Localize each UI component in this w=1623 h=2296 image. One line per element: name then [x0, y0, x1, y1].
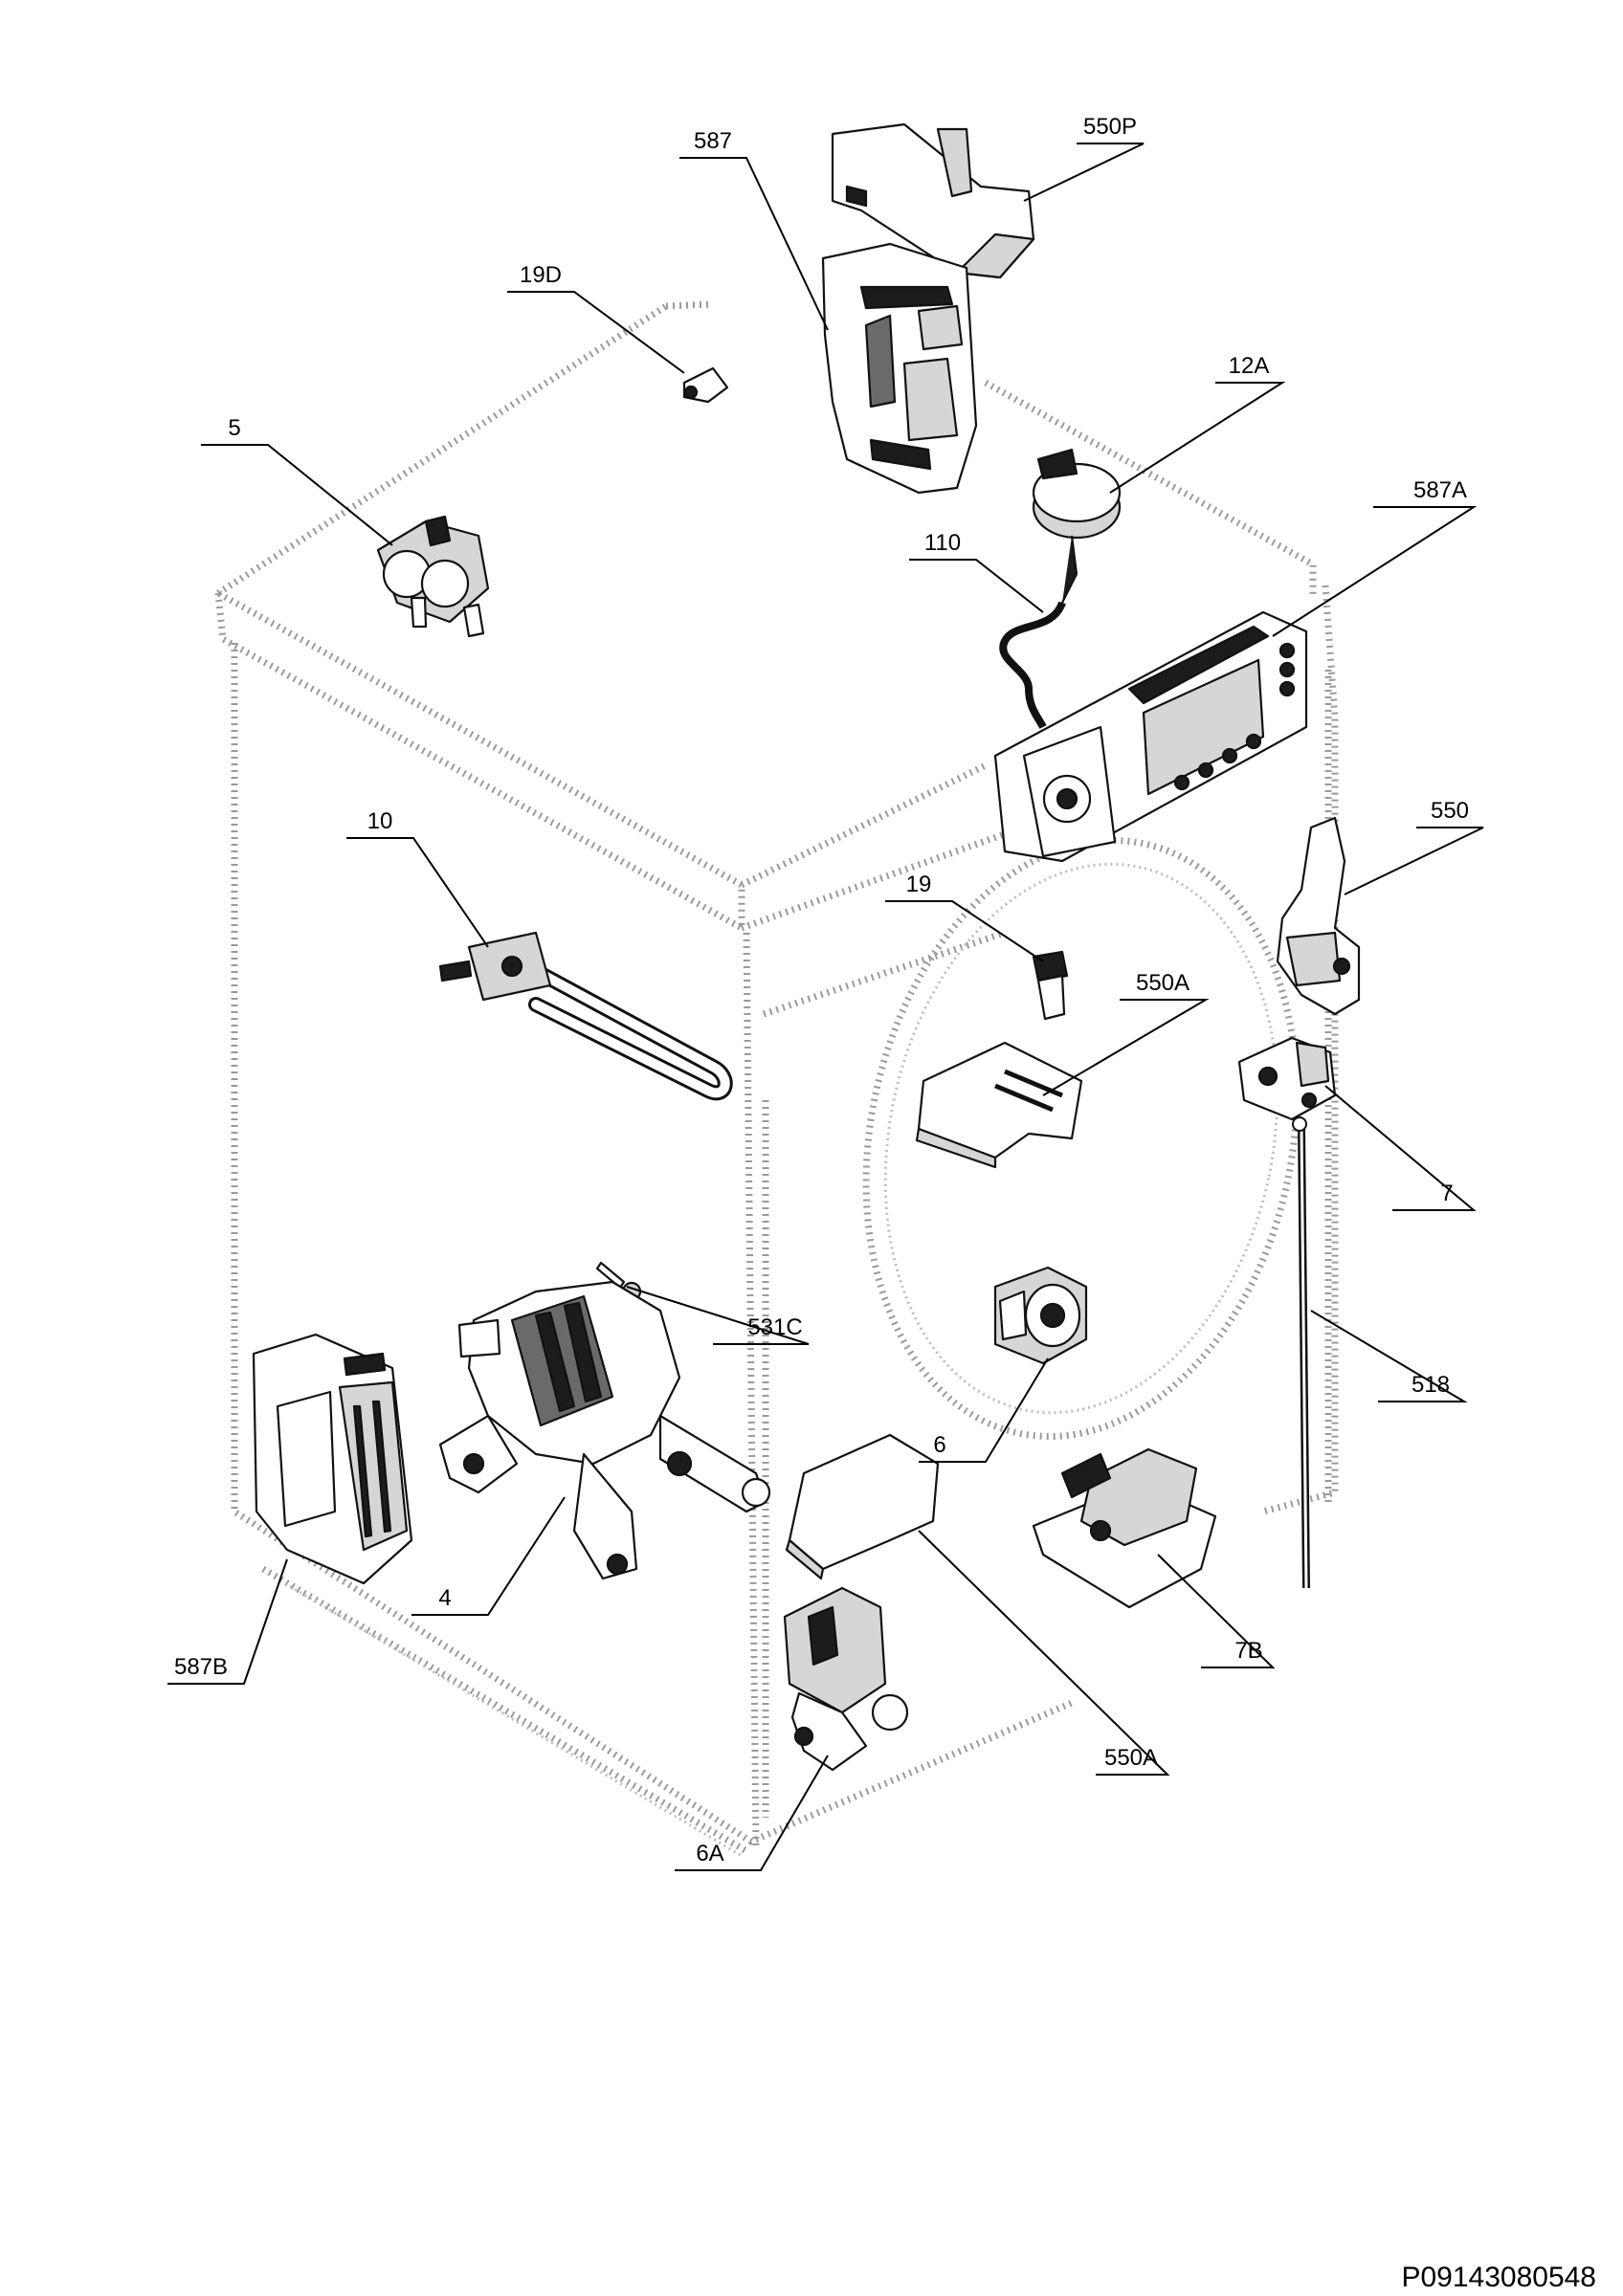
part-12a-drawing — [1032, 448, 1122, 604]
label-10: 10 — [367, 808, 393, 834]
part-518-drawing — [1292, 1116, 1310, 1589]
label-110: 110 — [924, 530, 961, 556]
part-550-drawing — [1276, 816, 1361, 1016]
reference-code: P09143080548 — [1401, 2262, 1596, 2293]
label-19: 19 — [906, 872, 932, 897]
label-518: 518 — [1412, 1372, 1450, 1398]
part-550p-drawing — [831, 122, 1035, 279]
part-5-drawing — [376, 515, 490, 638]
label-6: 6 — [933, 1432, 945, 1458]
label-6a: 6A — [696, 1841, 723, 1866]
part-6a-drawing — [783, 1586, 909, 1772]
label-19d: 19D — [520, 262, 562, 288]
part-labels: 550P 587 19D 12A 5 110 587A 10 550 19 55… — [174, 114, 1469, 1866]
label-531c: 531C — [747, 1314, 802, 1340]
label-587: 587 — [694, 128, 732, 154]
label-587b: 587B — [174, 1654, 228, 1680]
part-7-drawing — [1237, 1036, 1337, 1121]
part-110-drawing — [999, 601, 1066, 729]
leader-lines — [167, 143, 1484, 1871]
part-587-drawing — [821, 242, 978, 495]
part-6-drawing — [993, 1266, 1088, 1365]
label-587a: 587A — [1413, 477, 1467, 503]
part-10-drawing — [438, 931, 733, 1101]
label-7b: 7B — [1234, 1638, 1262, 1664]
part-4-drawing — [438, 1280, 771, 1580]
label-5: 5 — [228, 415, 240, 441]
part-550a-lower-drawing — [785, 1433, 940, 1580]
part-19-drawing — [1032, 950, 1069, 1021]
part-587b-drawing — [252, 1333, 413, 1585]
part-587a-drawing — [993, 610, 1308, 863]
part-19d-drawing — [682, 366, 729, 404]
part-550a-upper-drawing — [915, 1041, 1083, 1169]
label-550a-lower: 550A — [1104, 1745, 1158, 1771]
cabinet-outline — [214, 300, 1339, 1858]
label-550: 550 — [1431, 798, 1469, 824]
label-550a-upper: 550A — [1136, 970, 1189, 996]
label-4: 4 — [438, 1585, 451, 1611]
label-12a: 12A — [1229, 353, 1270, 379]
part-7b-drawing — [1032, 1447, 1217, 1609]
label-550p: 550P — [1083, 114, 1137, 140]
label-7: 7 — [1440, 1181, 1453, 1206]
